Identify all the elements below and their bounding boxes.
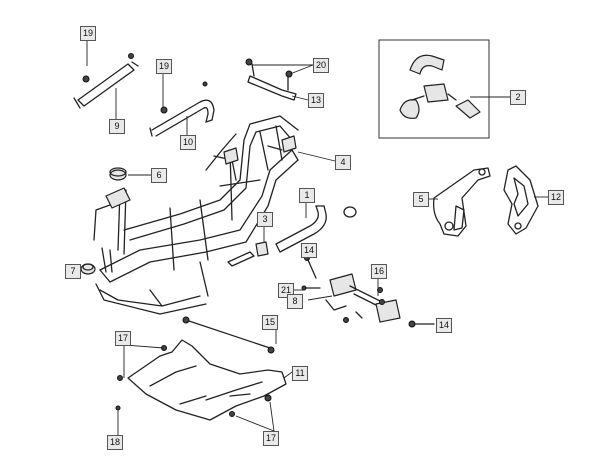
callout-4: 4 [335, 155, 351, 170]
callout-19-center: 19 [156, 59, 172, 74]
hose-kit-2[interactable] [378, 39, 490, 139]
callout-11: 11 [292, 366, 308, 381]
callout-19-upper-left: 19 [80, 26, 96, 41]
callout-17-left: 17 [115, 331, 131, 346]
bolt-14-lower[interactable] [408, 320, 435, 328]
callout-6: 6 [151, 168, 167, 183]
callout-16: 16 [371, 264, 387, 279]
callout-1: 1 [299, 188, 315, 203]
bushing-7[interactable] [80, 263, 96, 275]
hose-1[interactable] [275, 205, 357, 253]
under-cover-11[interactable] [115, 339, 287, 421]
clip-3[interactable] [255, 241, 269, 257]
bracket-10[interactable] [149, 81, 215, 137]
callout-9: 9 [109, 119, 125, 134]
bracket-9[interactable] [73, 53, 139, 109]
callout-13: 13 [308, 93, 324, 108]
callout-8: 8 [287, 294, 303, 309]
callout-3: 3 [257, 212, 273, 227]
bolt-21[interactable] [301, 285, 321, 291]
callout-17-bottom: 17 [263, 431, 279, 446]
callout-18: 18 [107, 435, 123, 450]
cap-6[interactable] [109, 167, 127, 181]
callout-5: 5 [413, 192, 429, 207]
callout-20: 20 [313, 58, 329, 73]
callout-15: 15 [262, 315, 278, 330]
rod-15[interactable] [182, 316, 275, 354]
engine-link-8[interactable] [325, 273, 401, 323]
callout-2: 2 [510, 90, 526, 105]
callout-7: 7 [65, 264, 81, 279]
bolt-14-upper[interactable] [304, 255, 317, 279]
callout-12: 12 [548, 190, 564, 205]
callout-14-lower: 14 [436, 318, 452, 333]
main-frame-4[interactable] [93, 115, 299, 315]
bracket-13[interactable] [245, 58, 297, 101]
plate-bracket-12[interactable] [503, 165, 539, 235]
callout-14-upper: 14 [301, 243, 317, 258]
callout-10: 10 [180, 135, 196, 150]
bracket-5[interactable] [432, 167, 491, 237]
